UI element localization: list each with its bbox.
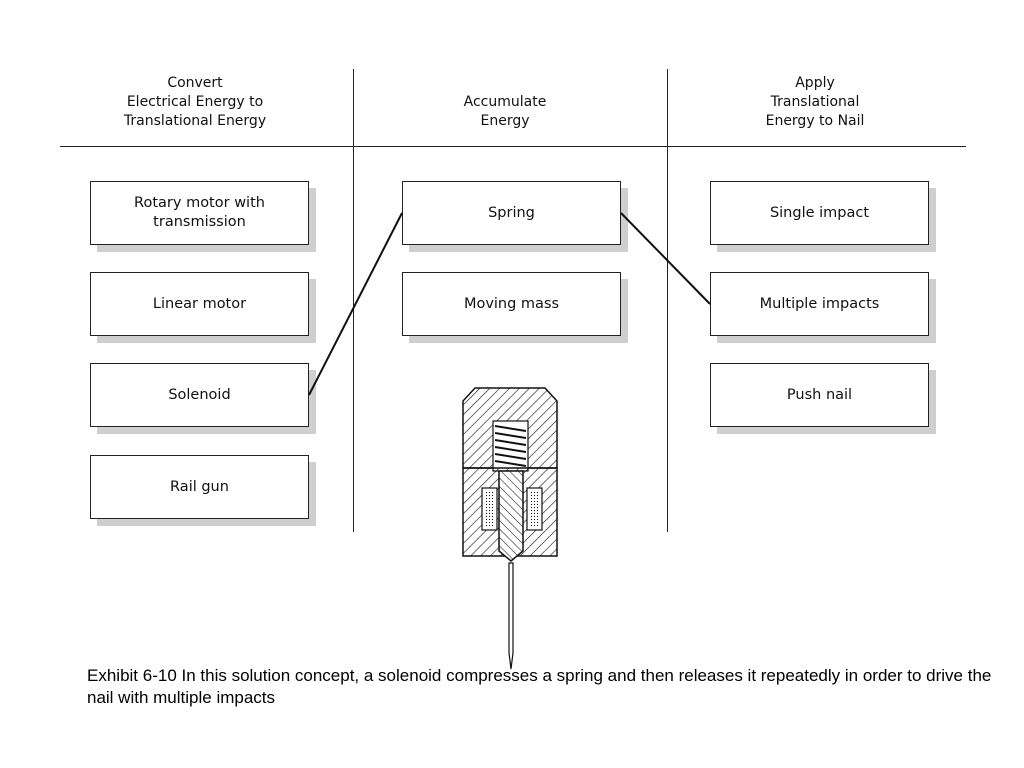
header-convert: Convert Electrical Energy to Translation…: [123, 75, 267, 129]
header-divider: [60, 146, 966, 147]
box-rail-gun: Rail gun: [90, 455, 309, 519]
box-single-impact: Single impact: [710, 181, 929, 245]
connector-spring-multiple-impacts: [620, 212, 711, 305]
header-accumulate: Accumulate Energy: [463, 94, 547, 129]
solenoid-device-illustration: [462, 387, 558, 670]
figure-caption: Exhibit 6-10 In this solution concept, a…: [87, 666, 992, 707]
column-divider-2: [667, 69, 668, 532]
nail: [508, 562, 514, 670]
spring-coils: [494, 425, 527, 467]
box-rotary-motor: Rotary motor with transmission: [90, 181, 309, 245]
box-linear-motor: Linear motor: [90, 272, 309, 336]
column-divider-1: [353, 69, 354, 532]
header-apply: Apply Translational Energy to Nail: [765, 75, 865, 129]
box-moving-mass: Moving mass: [402, 272, 621, 336]
box-spring: Spring: [402, 181, 621, 245]
box-solenoid: Solenoid: [90, 363, 309, 427]
box-multiple-impacts: Multiple impacts: [710, 272, 929, 336]
box-push-nail: Push nail: [710, 363, 929, 427]
connector-solenoid-spring: [308, 212, 403, 396]
